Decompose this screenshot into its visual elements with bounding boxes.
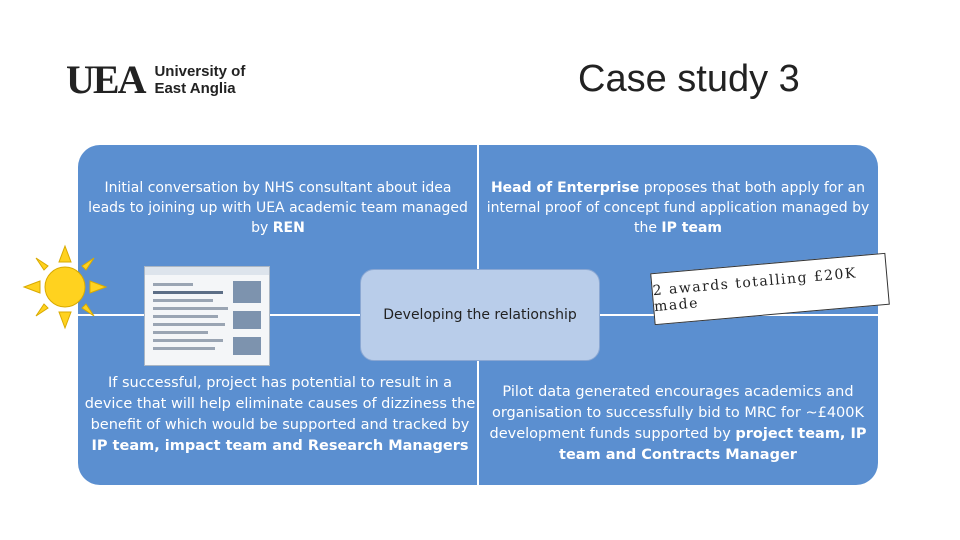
thumb-image-2 (233, 311, 261, 329)
quadrant-top-right-text: Head of Enterprise proposes that both ap… (483, 178, 873, 238)
quadrant-bottom-left-text: If successful, project has potential to … (84, 373, 476, 457)
center-label: Developing the relationship (383, 307, 576, 323)
logo-wordmark: University of East Anglia (154, 63, 245, 97)
bl-bold: IP team, impact team and Research Manage… (91, 438, 468, 454)
quadrant-top-left-text: Initial conversation by NHS consultant a… (86, 178, 470, 238)
webpage-screenshot-thumbnail (144, 266, 270, 366)
thumb-image-3 (233, 337, 261, 355)
quadrant-bottom-right-text: Pilot data generated encourages academic… (483, 382, 873, 466)
thumb-image-1 (233, 281, 261, 303)
tr-bold-2: IP team (661, 220, 722, 236)
slide-title: Case study 3 (578, 58, 800, 101)
logo-mark: UEA (66, 62, 144, 98)
uea-logo: UEA University of East Anglia (66, 62, 245, 98)
thumb-header (145, 267, 269, 275)
center-label-box: Developing the relationship (360, 269, 600, 361)
sun-icon (22, 244, 108, 330)
bl-text: If successful, project has potential to … (85, 375, 476, 433)
awards-text: 2 awards totalling £20K made (652, 263, 888, 315)
logo-line-2: East Anglia (154, 80, 245, 97)
logo-line-1: University of (154, 63, 245, 80)
tr-bold-1: Head of Enterprise (491, 180, 639, 196)
tl-bold: REN (273, 220, 305, 236)
